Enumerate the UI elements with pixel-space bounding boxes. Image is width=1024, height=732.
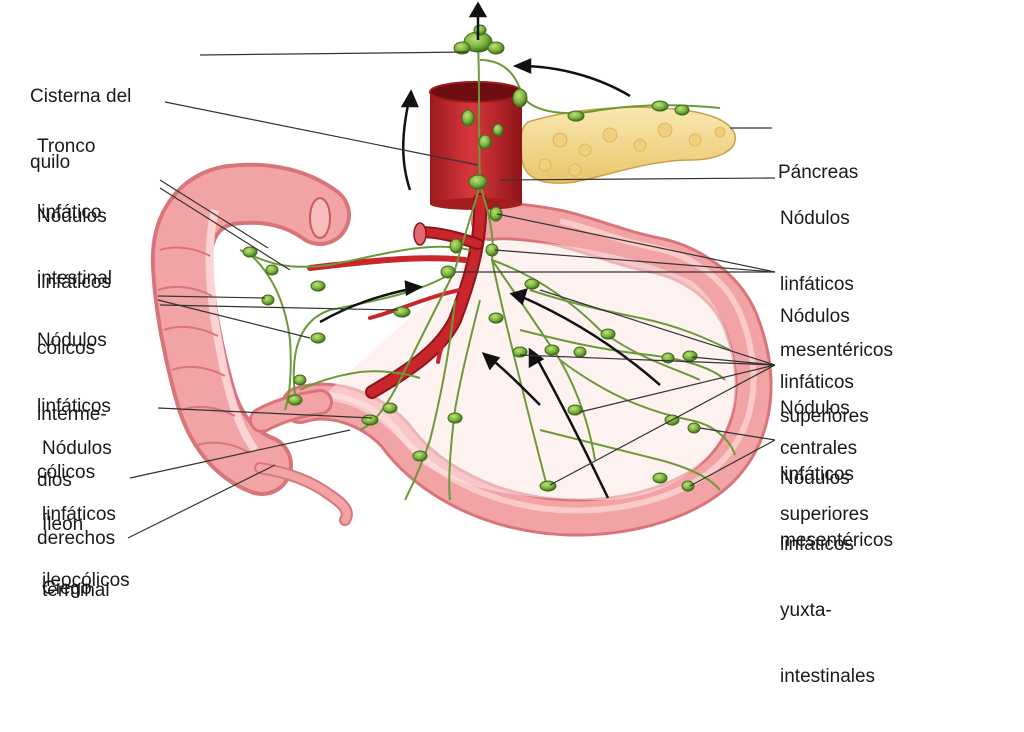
label-line: intestinal [37, 268, 112, 289]
label-line: linfáticos [37, 272, 111, 293]
label-line: linfáticos [780, 274, 854, 295]
label-line: Nódulos [780, 468, 850, 489]
label-line: Ciego [42, 578, 92, 599]
label-nodulos-colicos-derechos: Nódulos linfáticos cólicos derechos [37, 286, 115, 594]
label-line: superiores [780, 406, 869, 427]
label-line: centrales [780, 438, 858, 459]
label-line: cólicos [37, 462, 96, 483]
label-cisterna-del-quilo: Cisterna del quilo [30, 42, 131, 218]
label-line: Nódulos [780, 208, 850, 229]
label-line: intestinales [780, 666, 876, 687]
pancreas [520, 106, 736, 184]
label-line: Tronco [37, 136, 96, 157]
label-line: linfáticos [780, 372, 854, 393]
label-line: quilo [30, 152, 71, 173]
label-line: cólicos [37, 338, 96, 359]
intestinal-lymphatics-diagram [127, 1, 776, 539]
label-line: linfáticos [42, 504, 116, 525]
lymph-nodes [242, 24, 701, 492]
label-line: linfáticos [780, 464, 854, 485]
label-line: Íleon [42, 514, 84, 535]
label-line: Nódulos [780, 306, 850, 327]
label-line: derechos [37, 528, 116, 549]
label-pancreas: Páncreas [778, 118, 858, 228]
label-nodulos-centrales-superiores: Nódulos linfáticos centrales superiores [780, 262, 869, 570]
label-line: Nódulos [42, 438, 112, 459]
label-line: mesentéricos [780, 530, 893, 551]
label-line: dios [37, 470, 72, 491]
label-line: linfático [37, 202, 102, 223]
label-line: Nódulos [37, 330, 107, 351]
small-intestine [281, 202, 773, 537]
label-line: interme- [37, 404, 107, 425]
label-line: linfáticos [780, 534, 854, 555]
label-line: Cisterna del [30, 86, 132, 107]
label-nodulos-mesentericos-superiores: Nódulos linfáticos mesentéricos superior… [780, 164, 893, 472]
label-line: superiores [780, 504, 869, 525]
label-line: mesentéricos [780, 340, 893, 361]
diagram-stage: Cisterna del quilo Tronco linfático inte… [30, 1, 893, 687]
large-intestine [150, 162, 353, 526]
aorta [429, 81, 523, 210]
label-line: linfáticos [37, 396, 111, 417]
label-nodulos-yuxtaintestinales: Nódulos linfáticos yuxta- intestinales [780, 424, 875, 732]
label-line: yuxta- [780, 600, 832, 621]
label-ciego: Ciego [42, 534, 92, 644]
leader-lines [127, 51, 776, 539]
label-line: Nódulos [37, 206, 107, 227]
label-nodulos-mesentericos: Nódulos linfáticos mesentéricos [780, 354, 893, 596]
label-tronco-linfatico-intestinal: Tronco linfático intestinal [37, 92, 112, 334]
label-nodulos-colicos-intermedios: Nódulos linfáticos cólicos interme- dios [37, 162, 111, 536]
label-line: Páncreas [778, 162, 859, 183]
label-line: Nódulos [780, 398, 850, 419]
flow-arrows [319, 1, 661, 499]
